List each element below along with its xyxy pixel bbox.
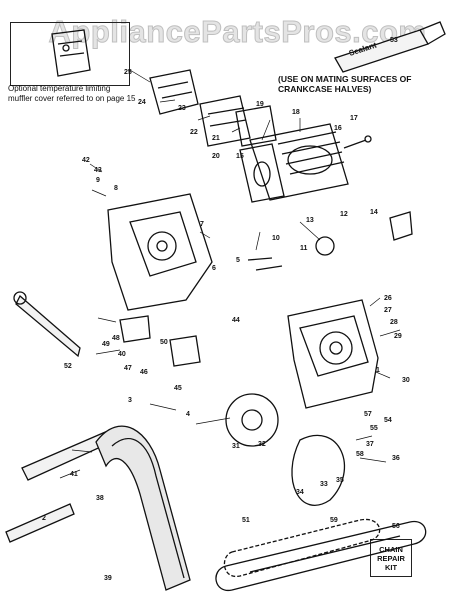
callout-43: 43 xyxy=(94,167,102,174)
callout-54: 54 xyxy=(384,417,392,424)
scrench-tool xyxy=(15,294,81,358)
callout-33: 33 xyxy=(320,481,328,488)
callout-37: 37 xyxy=(366,441,374,448)
callout-57: 57 xyxy=(364,411,372,418)
callout-56: 56 xyxy=(392,523,400,530)
callout-21: 21 xyxy=(212,135,220,142)
callout-39: 39 xyxy=(104,575,112,582)
chain-repair-kit-box: CHAIN REPAIR KIT xyxy=(370,539,412,577)
watermark: AppliancePartsPros.com xyxy=(48,14,427,50)
callout-34: 34 xyxy=(296,489,304,496)
crankcase-left xyxy=(107,193,213,311)
muffler-gasket xyxy=(235,105,277,147)
callout-50: 50 xyxy=(160,339,168,346)
cylinder-bolt xyxy=(343,139,367,149)
callout-19: 19 xyxy=(256,101,264,108)
sprocket-cover xyxy=(291,434,346,506)
clutch-drum xyxy=(225,393,279,447)
callout-53: 53 xyxy=(390,37,398,44)
callout-12: 12 xyxy=(340,211,348,218)
callout-29: 29 xyxy=(394,333,402,340)
inset-muffler-cover xyxy=(51,29,91,77)
carburetor xyxy=(169,335,201,367)
callout-1: 1 xyxy=(376,367,380,374)
callout-9: 9 xyxy=(96,177,100,184)
callout-45: 45 xyxy=(174,385,182,392)
callout-30: 30 xyxy=(402,377,410,384)
callout-46: 46 xyxy=(140,369,148,376)
cylinder-gasket xyxy=(239,143,285,203)
callout-20: 20 xyxy=(212,153,220,160)
kit-line-2: REPAIR xyxy=(377,553,405,563)
callout-6: 6 xyxy=(212,265,216,272)
callout-15: 15 xyxy=(236,153,244,160)
front-handle xyxy=(95,425,191,591)
callout-22: 22 xyxy=(190,129,198,136)
callout-58: 58 xyxy=(356,451,364,458)
callout-48: 48 xyxy=(112,335,120,342)
callout-52: 52 xyxy=(64,363,72,370)
cylinder xyxy=(249,123,349,201)
callout-2: 2 xyxy=(42,515,46,522)
callout-26: 26 xyxy=(384,295,392,302)
callout-38: 38 xyxy=(96,495,104,502)
starter-pawl xyxy=(389,211,413,241)
saw-chain xyxy=(223,518,381,577)
callout-42: 42 xyxy=(82,157,90,164)
callout-49: 49 xyxy=(102,341,110,348)
guide-bar xyxy=(215,520,427,591)
callout-47: 47 xyxy=(124,365,132,372)
callout-8: 8 xyxy=(114,185,118,192)
callout-59: 59 xyxy=(330,517,338,524)
muffler-cover xyxy=(149,69,199,115)
inset-caption: Optional temperature limiting muffler co… xyxy=(8,84,136,103)
callout-14: 14 xyxy=(370,209,378,216)
callout-51: 51 xyxy=(242,517,250,524)
callout-28: 28 xyxy=(390,319,398,326)
callout-7: 7 xyxy=(200,221,204,228)
callout-10: 10 xyxy=(272,235,280,242)
sealant-note: (USE ON MATING SURFACES OF CRANKCASE HAL… xyxy=(278,74,412,94)
callout-5: 5 xyxy=(236,257,240,264)
callout-27: 27 xyxy=(384,307,392,314)
muffler-body xyxy=(199,95,251,147)
intake-adapter xyxy=(119,315,151,343)
callout-32: 32 xyxy=(258,441,266,448)
callout-41: 41 xyxy=(70,471,78,478)
callout-3: 3 xyxy=(128,397,132,404)
callout-13: 13 xyxy=(306,217,314,224)
callout-16: 16 xyxy=(334,125,342,132)
crankcase-right xyxy=(287,299,379,409)
kit-line-1: CHAIN xyxy=(379,544,403,554)
callout-35: 35 xyxy=(336,477,344,484)
callout-40: 40 xyxy=(118,351,126,358)
callout-25: 25 xyxy=(124,69,132,76)
callout-4: 4 xyxy=(186,411,190,418)
callout-31: 31 xyxy=(232,443,240,450)
callout-18: 18 xyxy=(292,109,300,116)
callout-24: 24 xyxy=(138,99,146,106)
callout-44: 44 xyxy=(232,317,240,324)
callout-23: 23 xyxy=(178,105,186,112)
flywheel-nut xyxy=(315,236,335,256)
callout-55: 55 xyxy=(370,425,378,432)
callout-36: 36 xyxy=(392,455,400,462)
muffler-cover-inset xyxy=(10,22,130,86)
callout-17: 17 xyxy=(350,115,358,122)
callout-11: 11 xyxy=(300,245,308,252)
kit-line-3: KIT xyxy=(384,562,398,572)
